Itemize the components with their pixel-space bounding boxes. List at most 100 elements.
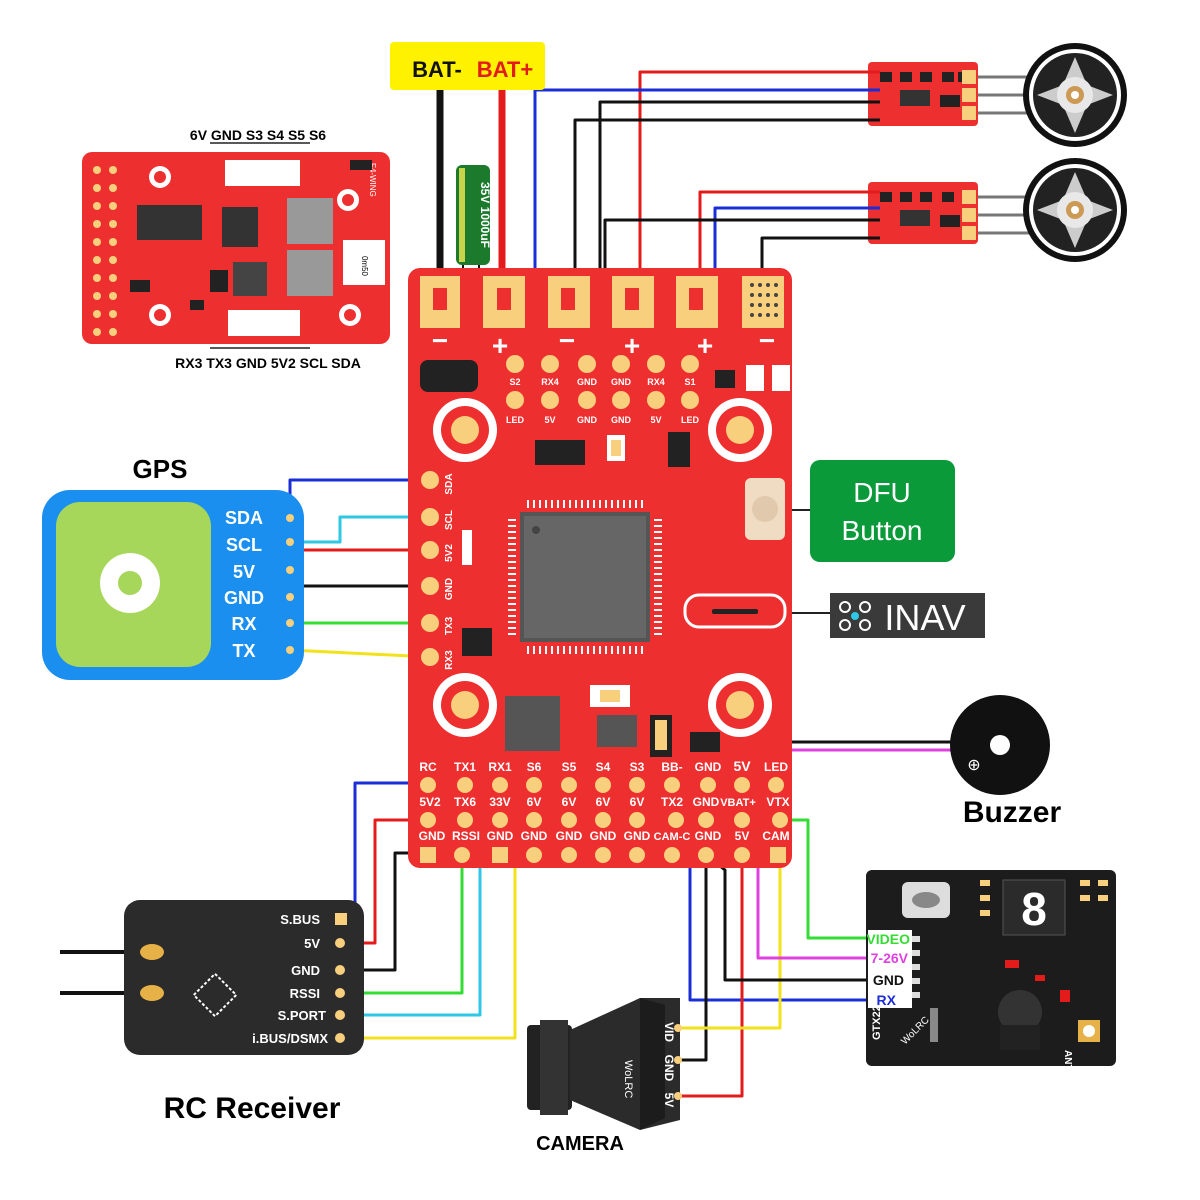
bottom-pin-vbat: VBAT+ <box>720 797 756 809</box>
top-pin-gnd-3: GND <box>577 415 598 425</box>
bottom-pin-labels-row3: GND RSSI GND GND GND GND GND CAM-C GND 5… <box>419 829 790 843</box>
bottom-pin-33v: 33V <box>489 795 510 809</box>
battery-label: BAT- BAT+ <box>390 42 545 90</box>
gps-pin-sda: SDA <box>225 508 263 528</box>
gps-title: GPS <box>133 454 188 484</box>
gps-pin-5v: 5V <box>233 562 255 582</box>
buzzer-label: Buzzer <box>963 796 1062 829</box>
pad-minus-2: − <box>559 325 575 356</box>
gps-pin-rx: RX <box>231 614 256 634</box>
bottom-pin-cam: CAM <box>762 829 789 843</box>
bottom-pin-cam-c: CAM-C <box>654 831 691 843</box>
bottom-pin-gnd-2: GND <box>487 829 514 843</box>
bottom-pin-rc: RC <box>419 760 437 774</box>
pad-plus-3: + <box>697 330 713 361</box>
bottom-pin-bb: BB- <box>661 760 682 774</box>
left-pin-gnd: GND <box>444 578 455 600</box>
bottom-pin-gnd-6: GND <box>624 829 651 843</box>
left-pin-sda: SDA <box>444 473 455 494</box>
bottom-pin-gnd-top: GND <box>695 760 722 774</box>
buzzer-plus-icon: ⊕ <box>967 757 980 774</box>
bottom-pin-led: LED <box>764 760 788 774</box>
bottom-pin-gnd-3: GND <box>521 829 548 843</box>
vtx-ant-label: ANT <box>1062 1050 1073 1071</box>
bottom-pin-labels-row2: 5V2 TX6 33V 6V 6V 6V 6V TX2 GND VBAT+ VT… <box>419 795 789 809</box>
receiver-title: RC Receiver <box>164 1092 341 1125</box>
left-pin-scl: SCL <box>444 510 455 530</box>
left-pin-tx3: TX3 <box>444 616 455 635</box>
bottom-pin-gnd-5: GND <box>590 829 617 843</box>
top-pin-gnd-4: GND <box>611 415 632 425</box>
vtx-pin-rx: RX <box>877 992 897 1008</box>
pad-minus-1: − <box>432 325 448 356</box>
bottom-pin-tx1: TX1 <box>454 760 476 774</box>
inav-text: INAV <box>884 597 965 638</box>
pad-minus-3: − <box>759 325 775 356</box>
bottom-pin-rssi: RSSI <box>452 829 480 843</box>
capacitor-label: 35V 1000uF <box>478 182 492 248</box>
esc-motor-2 <box>868 158 1127 262</box>
small-board-chip-label: 0m50 <box>360 256 369 277</box>
bottom-pin-6v-3: 6V <box>596 795 611 809</box>
bottom-pin-6v-2: 6V <box>562 795 577 809</box>
gps-pin-tx: TX <box>232 641 255 661</box>
bottom-pin-gnd-1: GND <box>419 829 446 843</box>
bottom-pin-labels-row1: RC TX1 RX1 S6 S5 S4 S3 BB- GND 5V LED <box>419 758 788 774</box>
bottom-pin-5v-top: 5V <box>733 758 751 774</box>
camera-title: CAMERA <box>536 1133 624 1155</box>
bottom-pin-6v-4: 6V <box>630 795 645 809</box>
top-pin-5v-2: 5V <box>650 415 661 425</box>
esc-motor-1 <box>868 43 1127 147</box>
pad-plus-1: + <box>492 330 508 361</box>
drone-icon <box>839 601 871 631</box>
camera: WoLRC VID GND 5V CAMERA <box>527 998 682 1155</box>
dfu-line-1: DFU <box>853 477 911 508</box>
top-pin-row-2: LED 5V GND GND 5V LED <box>506 391 700 425</box>
top-pin-5v-1: 5V <box>544 415 555 425</box>
vtx-pin-video: VIDEO <box>866 931 910 947</box>
receiver-pin-5v: 5V <box>304 936 320 951</box>
small-board-bottom-label: RX3 TX3 GND 5V2 SCL SDA <box>175 355 361 371</box>
top-pin-led-1: LED <box>506 415 525 425</box>
bottom-pin-rx1: RX1 <box>488 760 512 774</box>
bottom-pin-vtx: VTX <box>766 795 789 809</box>
top-pin-row-1: S2 RX4 GND GND RX4 S1 <box>506 355 699 387</box>
bottom-pin-gnd-mid: GND <box>693 795 720 809</box>
camera-brand: WoLRC <box>622 1060 634 1098</box>
small-board-top-label: 6V GND S3 S4 S5 S6 <box>190 127 326 143</box>
top-pin-gnd-1: GND <box>577 377 598 387</box>
rc-receiver: S.BUS 5V GND RSSI S.PORT i.BUS/DSMX RC R… <box>60 900 364 1125</box>
small-board: 6V GND S3 S4 S5 S6 0m50 F4-WING <box>82 127 390 371</box>
left-pin-rx3: RX3 <box>444 650 455 670</box>
gps-module: GPS SDA SCL 5V GND RX TX <box>42 454 304 680</box>
buzzer: ⊕ Buzzer <box>950 695 1061 829</box>
battery-neg-label: BAT- <box>412 57 462 82</box>
vtx-pin-gnd: GND <box>873 972 904 988</box>
bottom-pin-s5: S5 <box>562 760 577 774</box>
left-pin-5v2: 5V2 <box>444 544 455 562</box>
svg-text:8: 8 <box>1021 883 1047 935</box>
bottom-pin-s4: S4 <box>596 760 611 774</box>
main-board: − + − + + − <box>408 268 792 868</box>
receiver-pin-sport: S.PORT <box>278 1008 326 1023</box>
vtx-pin-power: 7-26V <box>871 950 909 966</box>
bottom-pin-s6: S6 <box>527 760 542 774</box>
inav-logo: INAV <box>830 593 985 638</box>
bottom-pin-5v2: 5V2 <box>419 795 441 809</box>
gps-pin-scl: SCL <box>226 535 262 555</box>
receiver-pin-rssi: RSSI <box>290 986 320 1001</box>
bottom-pin-gnd-4: GND <box>556 829 583 843</box>
camera-pin-vid: VID <box>662 1022 676 1042</box>
vtx-model: GTX226 <box>871 999 883 1040</box>
battery-pos-label: BAT+ <box>477 57 533 82</box>
small-board-model: F4-WING <box>368 163 377 197</box>
receiver-pin-sbus: S.BUS <box>280 912 320 927</box>
receiver-pin-gnd: GND <box>291 963 320 978</box>
bottom-pin-tx2: TX2 <box>661 795 683 809</box>
top-pin-led-2: LED <box>681 415 700 425</box>
bottom-pin-tx6: TX6 <box>454 795 476 809</box>
bottom-pin-6v-1: 6V <box>527 795 542 809</box>
camera-pin-5v: 5V <box>662 1093 676 1108</box>
top-pin-s1: S1 <box>684 377 695 387</box>
